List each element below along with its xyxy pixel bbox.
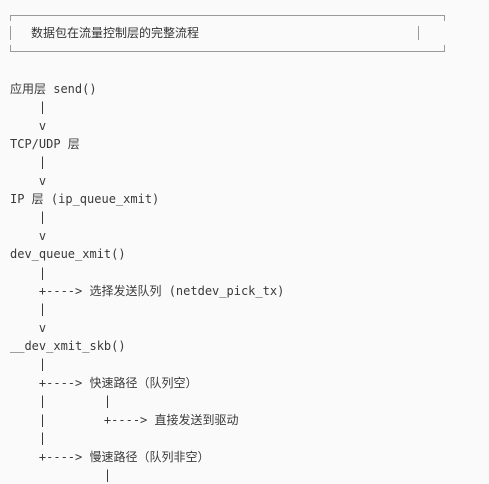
flow-line: +----> 慢速路径（队列非空） (10, 450, 210, 464)
flow-line: __dev_xmit_skb() (10, 339, 126, 353)
flow-line: | (10, 431, 47, 445)
flow-line: TCP/UDP 层 (10, 137, 80, 151)
box-bottom-border (10, 51, 445, 52)
box-corner (444, 45, 445, 51)
box-corner (444, 15, 445, 21)
box-left-border (10, 26, 11, 40)
flow-line: 应用层 send() (10, 82, 97, 96)
flow-line: +----> 选择发送队列 (netdev_pick_tx) (10, 284, 285, 298)
flow-line: | (10, 357, 47, 371)
flow-line: v (10, 174, 47, 188)
box-title: 数据包在流量控制层的完整流程 (31, 26, 200, 40)
box-right-border (418, 26, 419, 40)
flow-line: v (10, 321, 47, 335)
flow-line: | (10, 155, 47, 169)
flow-line: IP 层 (ip_queue_xmit) (10, 192, 160, 206)
box-top-border (10, 15, 445, 16)
flow-line: | +----> 直接发送到驱动 (10, 413, 239, 427)
flow-line: +----> 快速路径（队列空） (10, 376, 198, 390)
box-corner (10, 45, 11, 51)
flow-line: | (10, 468, 112, 482)
box-corner (10, 15, 11, 21)
flow-line: | (10, 266, 47, 280)
flow-line: | (10, 302, 47, 316)
flow-line: | (10, 100, 47, 114)
flow-line: v (10, 229, 47, 243)
flow-line: | | (10, 394, 112, 408)
flow-line: | (10, 210, 47, 224)
flow-line: v (10, 119, 47, 133)
flow-line: dev_queue_xmit() (10, 247, 126, 261)
